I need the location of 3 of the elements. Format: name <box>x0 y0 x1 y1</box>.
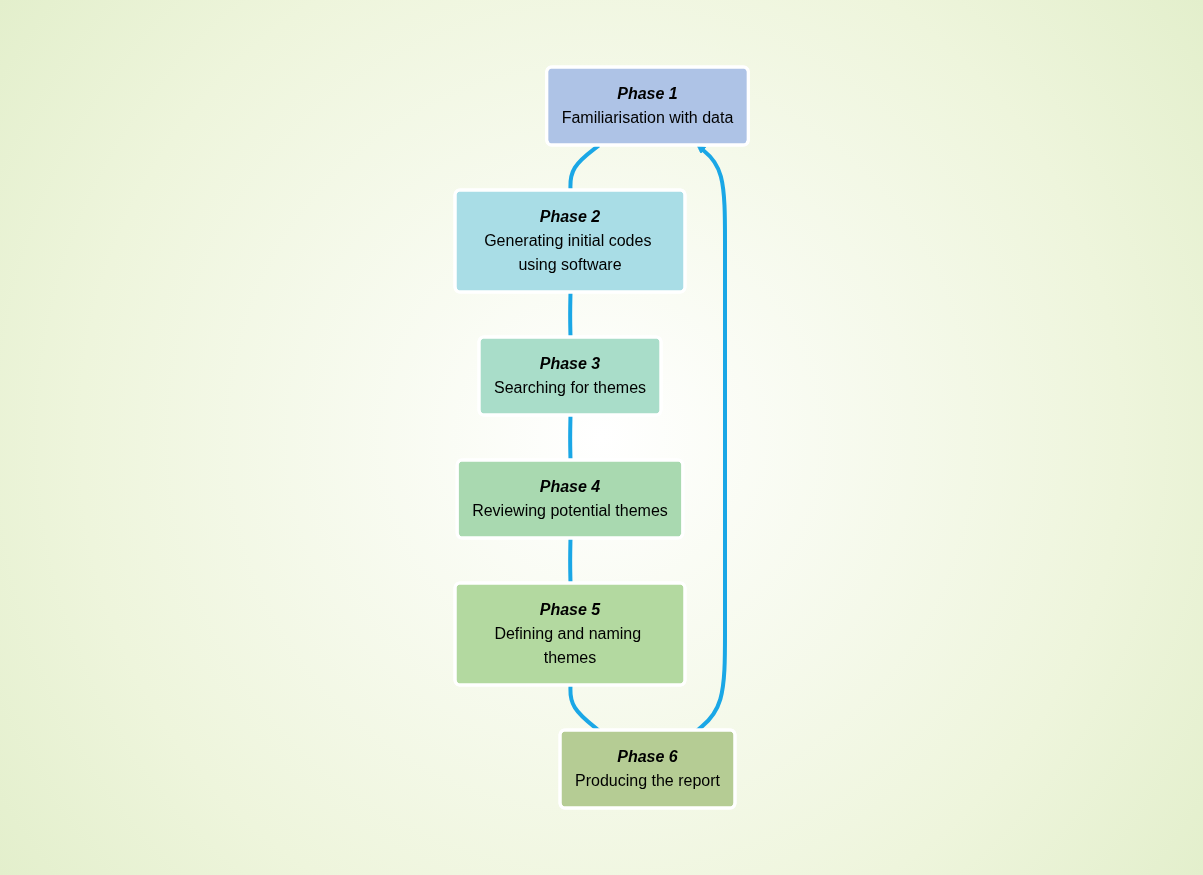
connector <box>568 415 573 461</box>
connector <box>568 538 573 584</box>
connector <box>568 292 573 338</box>
